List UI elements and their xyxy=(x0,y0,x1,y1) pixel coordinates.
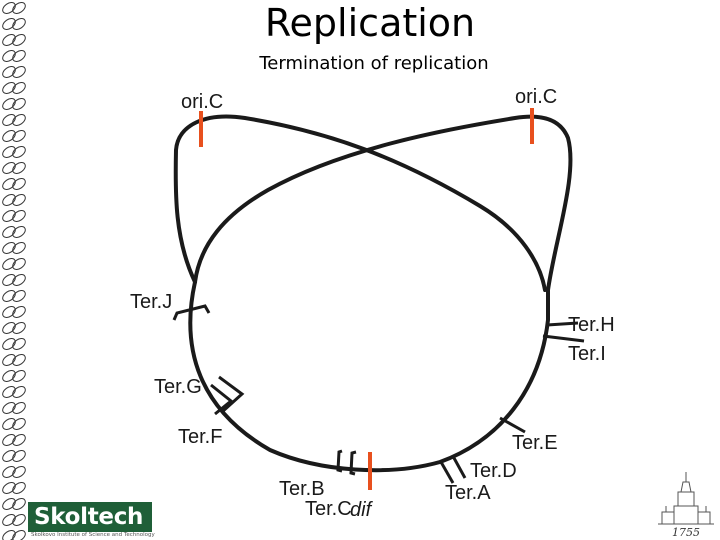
ter-a-label: Ter.A xyxy=(445,482,491,504)
ter-c-label: Ter.C xyxy=(305,498,352,520)
ter-f-marker xyxy=(210,383,234,416)
dna-strand-right xyxy=(193,114,573,292)
ter-c-marker xyxy=(349,450,357,476)
ter-e-marker xyxy=(499,416,526,434)
ter-d-marker xyxy=(452,457,467,479)
ter-b-marker xyxy=(336,449,343,473)
ter-d-label: Ter.D xyxy=(470,460,517,482)
logo-background xyxy=(28,502,152,532)
ter-h-label: Ter.H xyxy=(568,314,615,336)
dif-label: dif xyxy=(350,499,374,521)
dna-strand-bottom-arc xyxy=(188,280,550,473)
dna-strand-left xyxy=(173,114,547,292)
ter-j-label: Ter.J xyxy=(130,291,172,313)
msu-building-icon xyxy=(658,472,714,525)
msu-emblem: 1755 xyxy=(656,470,716,540)
ter-f-label: Ter.F xyxy=(178,426,222,448)
slide-title: Replication xyxy=(264,1,476,45)
ter-i-label: Ter.I xyxy=(568,343,606,365)
ter-h-marker xyxy=(546,321,579,327)
ter-e-label: Ter.E xyxy=(512,432,558,454)
ter-b-label: Ter.B xyxy=(279,478,325,500)
logo-subtext: Skolkovo Institute of Science and Techno… xyxy=(31,532,155,538)
ori-c-label-right: ori.C xyxy=(515,86,557,108)
ter-g-marker xyxy=(218,375,245,414)
logo-text: Skoltech xyxy=(34,504,144,530)
ori-c-label-left: ori.C xyxy=(181,91,223,113)
slide-subtitle: Termination of replication xyxy=(259,53,489,74)
ter-i-marker xyxy=(542,334,585,343)
ter-j-marker xyxy=(172,304,211,321)
skoltech-logo: Skoltech Skolkovo Institute of Science a… xyxy=(28,500,155,540)
msu-year: 1755 xyxy=(672,526,700,539)
ter-g-label: Ter.G xyxy=(154,376,202,398)
decorative-border xyxy=(0,0,28,540)
ter-a-marker xyxy=(439,461,455,484)
